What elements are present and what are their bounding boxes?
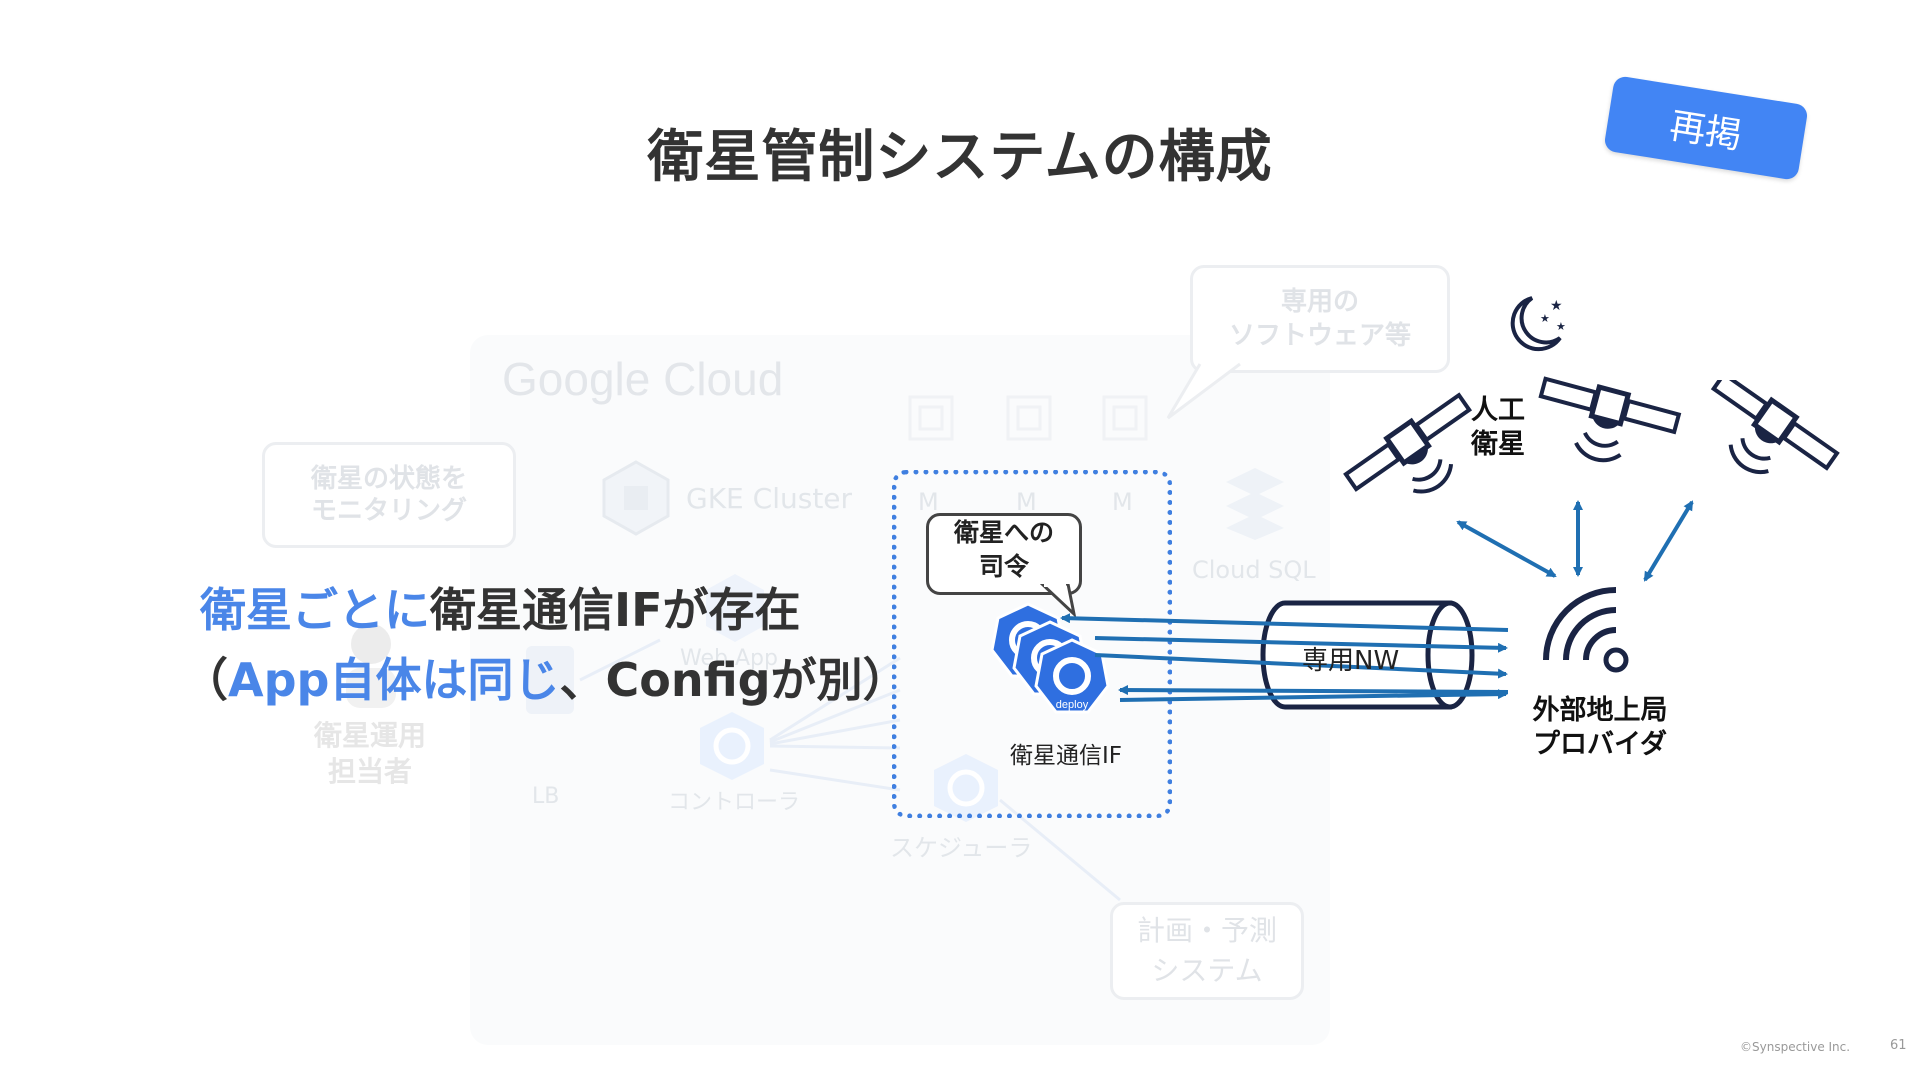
deploy-icon: deploy: [1034, 638, 1110, 714]
deploy-icon-label: deploy: [1056, 699, 1089, 711]
headline-dark-text: 衛星通信IFが存在: [430, 583, 801, 637]
headline-line-1: 衛星ごとに衛星通信IFが存在: [200, 575, 909, 645]
monitor-bubble-line: 衛星の状態を: [310, 464, 467, 494]
headline-paren: （: [182, 653, 228, 707]
software-bubble-tail: [1166, 362, 1241, 420]
headline-blue-text: 衛星ごとに: [200, 583, 430, 637]
network-label: 専用NW: [1302, 646, 1400, 676]
node-label: M: [1016, 488, 1037, 516]
monitor-speech-bubble: 衛星の状態を モニタリング: [262, 442, 516, 548]
software-speech-bubble: 専用の ソフトウェア等: [1190, 265, 1450, 373]
scheduler-deploy-icon: [934, 754, 998, 822]
moon-stars-icon: ★ ★ ★: [1510, 296, 1566, 352]
operator-label-line: 担当者: [327, 755, 412, 788]
planning-box-line: システム: [1151, 954, 1263, 987]
satellite-icon: [1343, 392, 1473, 494]
slide-title: 衛星管制システムの構成: [647, 125, 1273, 190]
cloud-sql-label: Cloud SQL: [1192, 556, 1316, 584]
headline-blue-text: App自体は同じ: [228, 653, 560, 707]
satellite-icon: [1538, 376, 1682, 463]
scheduler-label: スケジューラ: [890, 834, 1033, 862]
lb-label: LB: [532, 784, 560, 809]
comm-if-group-box: [892, 470, 1172, 818]
monitor-bubble-line: モニタリング: [310, 496, 467, 526]
ground-station-label-line: プロバイダ: [1533, 729, 1667, 760]
controller-label: コントローラ: [668, 790, 801, 815]
planning-system-box: 計画・予測 システム: [1110, 902, 1304, 1000]
cloud-sql-icon: [1226, 468, 1284, 540]
gke-cluster-label: GKE Cluster: [686, 482, 853, 515]
svg-text:★: ★: [1550, 298, 1563, 314]
web-app-icon: [706, 574, 764, 642]
planning-box-line: 計画・予測: [1136, 914, 1277, 947]
node-chip-icons: [908, 395, 1148, 441]
controller-deploy-icon: [700, 712, 764, 780]
comm-if-label: 衛星通信IF: [1010, 743, 1123, 769]
deploy-stack: deploy: [990, 602, 1110, 714]
software-bubble-line: 専用の: [1280, 287, 1359, 317]
command-bubble-line: 衛星への: [953, 518, 1054, 547]
satellite-label-line: 人工: [1471, 395, 1525, 426]
svg-text:★: ★: [1556, 320, 1566, 333]
operator-label-line: 衛星運用: [313, 719, 426, 752]
gke-cluster-icon: [602, 460, 670, 536]
footer-copyright: ©Synspective Inc.: [1740, 1040, 1851, 1054]
ground-station-label-line: 外部地上局: [1532, 695, 1668, 726]
headline: 衛星ごとに衛星通信IFが存在 （App自体は同じ、Configが別）: [182, 575, 909, 715]
node-label: M: [1112, 488, 1133, 516]
operator-person-icon: [346, 624, 396, 708]
page-number: 61: [1890, 1038, 1907, 1053]
command-bubble-tail: [1040, 584, 1077, 618]
node-label: M: [918, 488, 939, 516]
ground-station-icon: [1543, 587, 1629, 673]
svg-text:★: ★: [1540, 312, 1550, 325]
operator-label: 衛星運用 担当者: [300, 718, 440, 790]
web-app-label: Web App: [680, 646, 778, 671]
headline-dark-text: 、Configが別）: [559, 653, 909, 707]
command-bubble-line: 司令: [978, 552, 1029, 581]
satellite-label-line: 衛星: [1471, 429, 1525, 460]
satellite-label: 人工 衛星: [1458, 394, 1538, 462]
software-bubble-line: ソフトウェア等: [1228, 321, 1411, 351]
satellite-icon: [1710, 380, 1840, 475]
google-cloud-logo: Google Cloud: [502, 353, 784, 405]
headline-line-2: （App自体は同じ、Configが別）: [182, 645, 909, 715]
lb-icon: [526, 646, 574, 714]
ground-station-label: 外部地上局 プロバイダ: [1510, 694, 1690, 762]
command-speech-bubble: 衛星への 司令: [926, 513, 1082, 595]
